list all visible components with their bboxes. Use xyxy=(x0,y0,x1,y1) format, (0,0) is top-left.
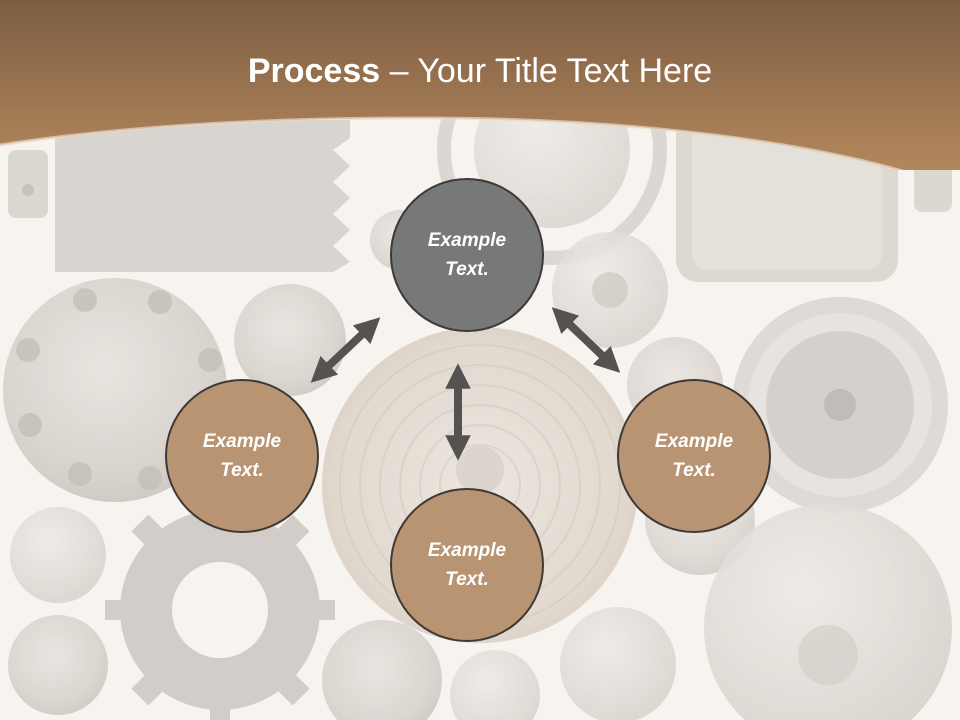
arrow-top-right xyxy=(551,307,621,373)
slide-title-rest: – Your Title Text Here xyxy=(380,52,713,90)
process-node-top-label: Example Text. xyxy=(427,230,507,280)
process-node-left[interactable]: Example Text. xyxy=(165,379,319,533)
slide-title: Process – Your Title Text Here xyxy=(0,52,960,91)
process-node-bottom-label: Example Text. xyxy=(427,540,507,590)
slide-title-bold: Process xyxy=(247,52,381,90)
arrow-top-left xyxy=(310,317,381,383)
process-node-bottom[interactable]: Example Text. xyxy=(390,488,544,642)
process-node-top[interactable]: Example Text. xyxy=(390,178,544,332)
header-band xyxy=(0,0,960,170)
process-node-right-label: Example Text. xyxy=(654,431,734,481)
process-node-left-label: Example Text. xyxy=(202,431,282,481)
process-node-right[interactable]: Example Text. xyxy=(617,379,771,533)
